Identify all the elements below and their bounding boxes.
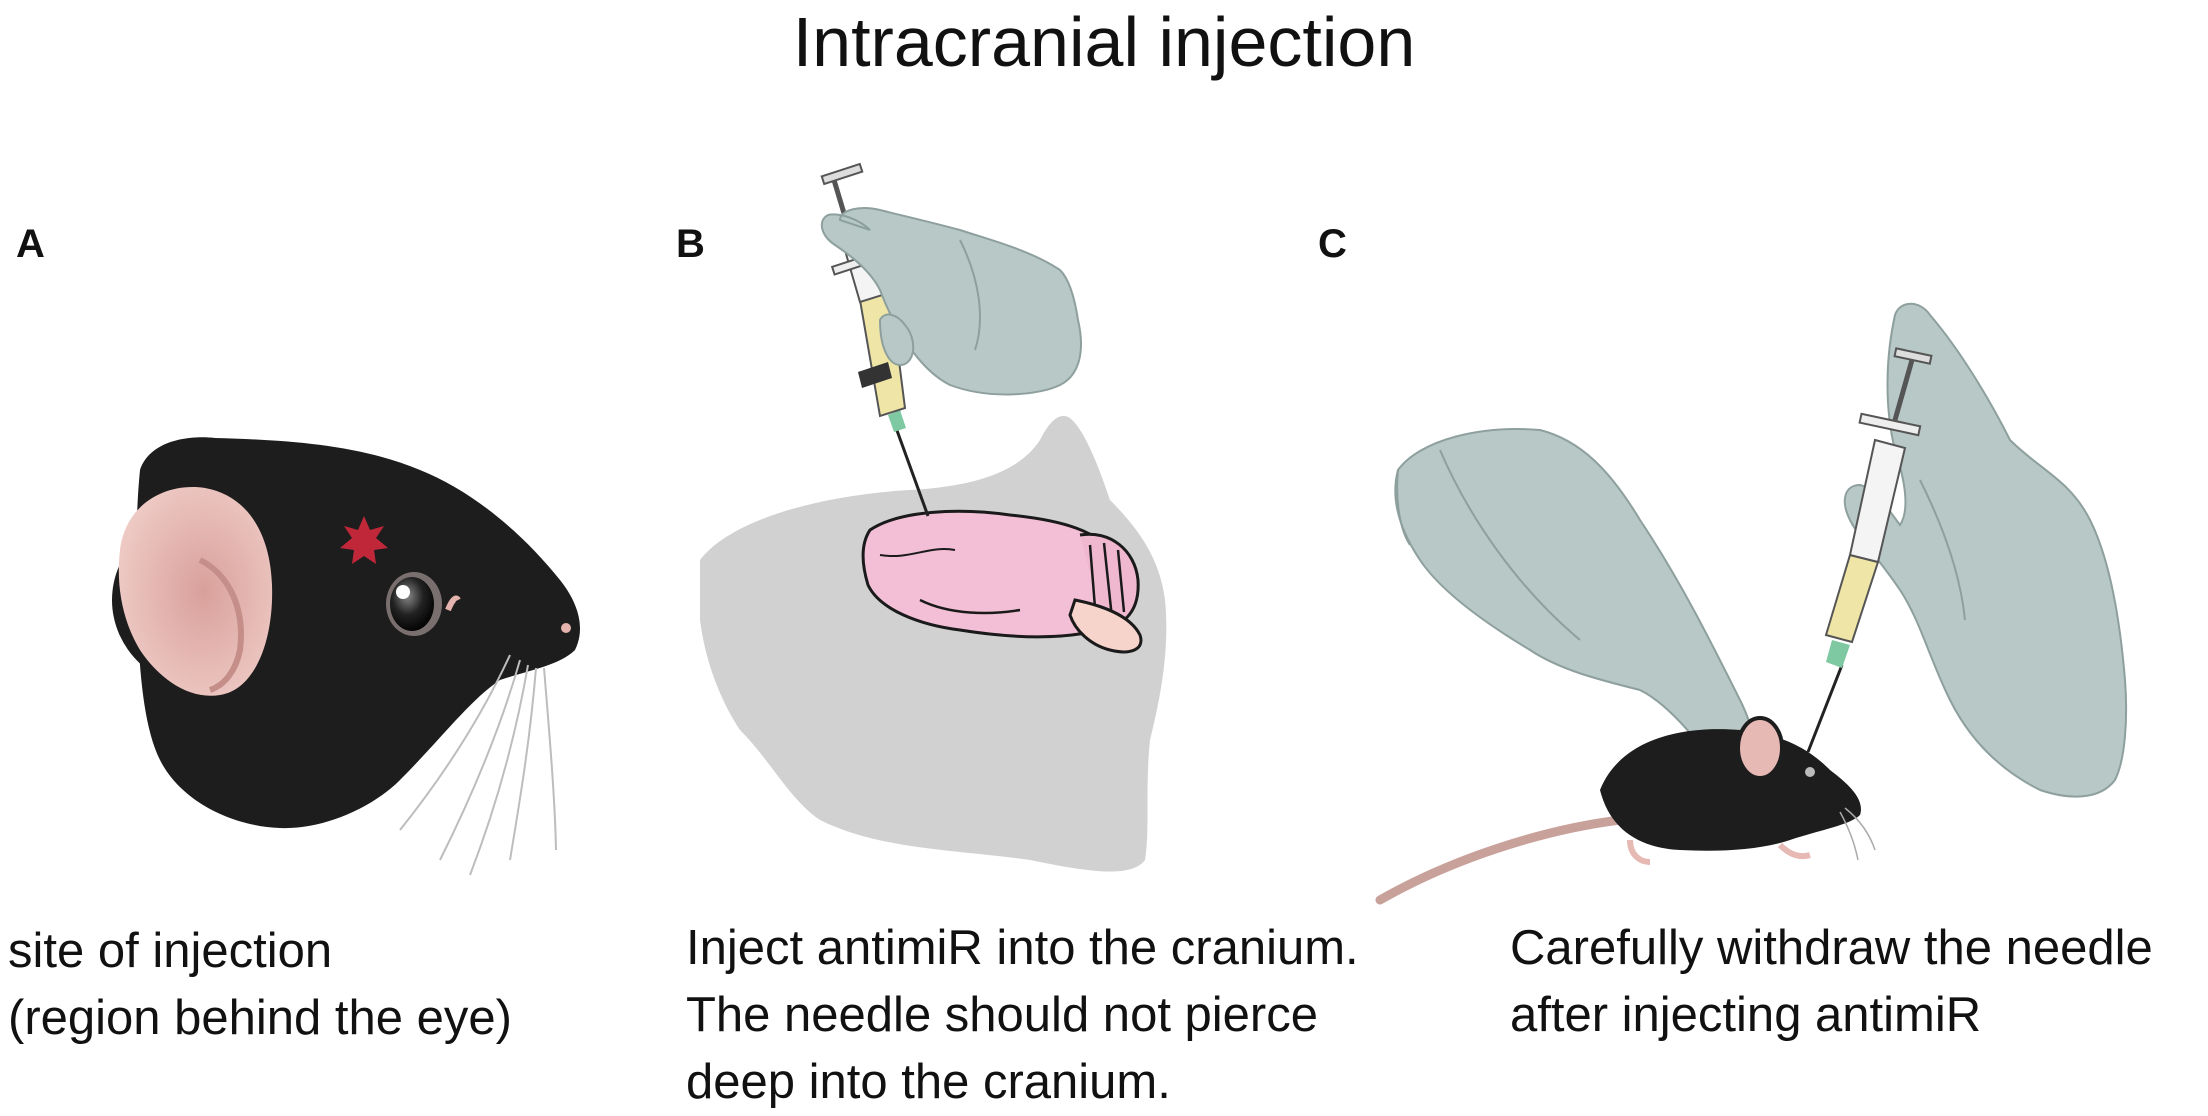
caption-a: site of injection (region behind the eye…	[8, 918, 512, 1052]
mouse-head-illustration	[112, 437, 580, 876]
caption-c-line-2: after injecting antimiR	[1510, 988, 1982, 1042]
panel-label-b: B	[676, 222, 705, 266]
caption-a-line-2: (region behind the eye)	[8, 991, 512, 1045]
gloved-hand-b	[820, 207, 1082, 396]
caption-b: Inject antimiR into the cranium. The nee…	[686, 915, 1359, 1116]
gloved-hand-left-c	[1394, 428, 1757, 780]
injection-site-marker	[340, 516, 388, 564]
caption-c-line-1: Carefully withdraw the needle	[1510, 921, 2153, 975]
caption-a-line-1: site of injection	[8, 924, 333, 978]
brain-injection-illustration	[700, 162, 1167, 872]
gloved-hand-right-c	[1843, 302, 2128, 798]
panel-label-c: C	[1318, 222, 1347, 266]
mouse-body-illustration	[1375, 716, 1876, 905]
needle-b	[893, 424, 930, 517]
syringe-c	[1824, 347, 1933, 668]
caption-b-line-1: Inject antimiR into the cranium.	[686, 921, 1359, 975]
brain-icon	[861, 509, 1143, 654]
caption-b-line-3: deep into the cranium.	[686, 1055, 1171, 1109]
whiskers-a	[399, 654, 557, 876]
caption-b-line-2: The needle should not pierce	[686, 988, 1318, 1042]
whole-mouse-injection-illustration	[1375, 302, 2128, 905]
needle-c	[1806, 664, 1844, 753]
panel-label-a: A	[16, 222, 45, 266]
caption-c: Carefully withdraw the needle after inje…	[1510, 915, 2153, 1049]
figure-title: Intracranial injection	[792, 3, 1416, 81]
